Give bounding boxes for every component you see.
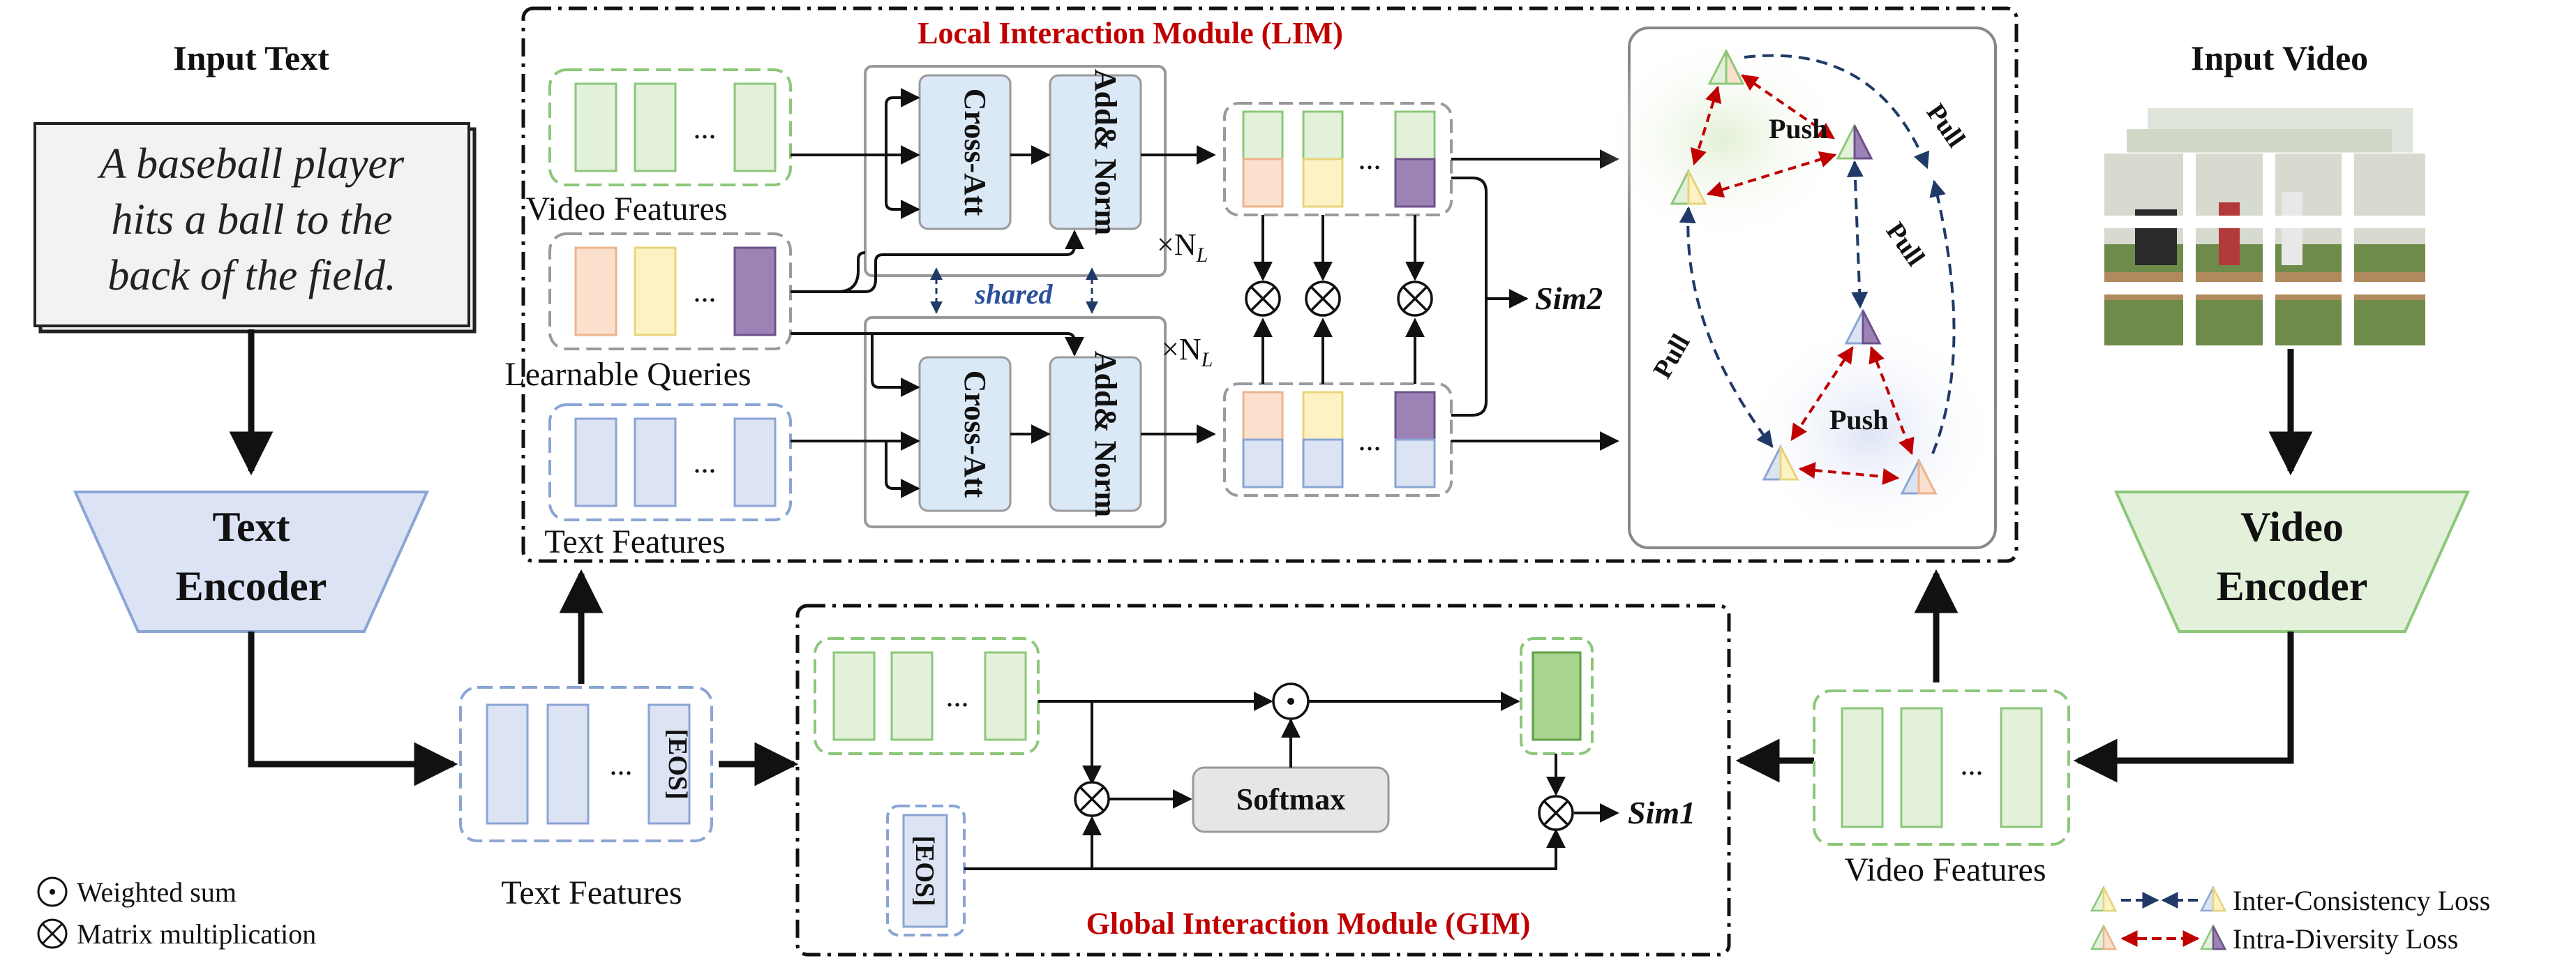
lower-times-nl: ×NL <box>1162 332 1213 371</box>
lim-title: Local Interaction Module (LIM) <box>918 16 1343 50</box>
lq-ellipsis: ... <box>694 274 717 308</box>
lower-transformer-frame <box>864 316 1167 528</box>
upper-block-arrows <box>791 88 1216 293</box>
upper-cross-att-label: Cross-Att <box>958 89 992 216</box>
queries-to-upper-arrow <box>791 251 866 293</box>
lim-matmul-ops <box>1245 281 1433 317</box>
sentence-line-1: A baseball player <box>97 140 405 188</box>
softmax-label: Softmax <box>1236 782 1345 816</box>
shared-label: shared <box>974 278 1053 310</box>
lower-add-norm-label: Add& Norm <box>1088 351 1123 517</box>
text-encoder-line1: Text <box>212 504 290 550</box>
lim-text-ellipsis: ... <box>694 445 717 479</box>
bottom-video-ellipsis: ... <box>1961 747 1984 782</box>
legend-matrix-mult: Matrix multiplication <box>77 918 316 950</box>
input-text-title: Input Text <box>173 38 329 77</box>
gim-title: Global Interaction Module (GIM) <box>1086 906 1531 941</box>
lim-sim2-arrows <box>1451 149 1619 451</box>
bottom-text-ellipsis: ... <box>610 747 633 782</box>
lim-video-features: ... <box>548 68 792 186</box>
arrow-encoder-to-video-features <box>2073 632 2294 783</box>
upper-transformer-frame <box>864 65 1167 277</box>
lim-upper-ellipsis: ... <box>1358 142 1381 176</box>
legend-inter-consistency: Inter-Consistency Loss <box>2233 885 2490 916</box>
lim-video-features-label: Video Features <box>525 191 727 227</box>
lim-frame <box>521 6 2019 563</box>
gim-ops <box>1074 682 1574 831</box>
bottom-video-features-label: Video Features <box>1844 851 2046 888</box>
bottom-text-features-label: Text Features <box>501 874 682 911</box>
push-arrows <box>1690 74 1915 485</box>
svg-text:[EOS]: [EOS] <box>910 835 939 906</box>
gim-eos-token: [EOS] <box>886 805 966 936</box>
video-encoder-line2: Encoder <box>2217 563 2368 609</box>
lim-matmul-arrows <box>1253 215 1425 384</box>
lim-text-features: ... <box>548 403 792 521</box>
bottom-text-features: ... [EOS] <box>459 686 713 842</box>
legend-weighted-sum: Weighted sum <box>77 876 237 908</box>
arrow-encoder-to-text-features <box>248 632 458 786</box>
lim-lower-ellipsis: ... <box>1358 423 1381 457</box>
input-sentence-box-front <box>33 122 470 327</box>
lim-upper-output: ... <box>1223 102 1453 216</box>
input-video-title: Input Video <box>2191 38 2368 77</box>
sim1-label: Sim1 <box>1628 795 1695 830</box>
pull-arrows <box>1679 54 1956 454</box>
lim-video-ellipsis: ... <box>694 111 717 145</box>
bottom-eos-token: [EOS] <box>663 729 692 799</box>
lim-lower-output: ... <box>1223 382 1453 497</box>
push-label-top: Push <box>1769 113 1828 144</box>
video-encoder-line1: Video <box>2240 504 2344 550</box>
weighted-sum-icon <box>37 876 68 907</box>
gim-pooled-video-frame <box>1520 637 1594 755</box>
bottom-video-features: ... <box>1813 689 2070 846</box>
lower-block-arrows <box>791 332 1216 498</box>
matrix-mult-icon <box>37 918 68 949</box>
push-label-bottom: Push <box>1829 404 1889 435</box>
loss-triangles <box>1670 48 1938 495</box>
video-frames-icon <box>2103 108 2427 347</box>
legend-inter-consistency-icon <box>2090 886 2227 912</box>
shared-indicator <box>930 267 1098 314</box>
sentence-line-3: back of the field. <box>107 252 396 299</box>
learnable-queries: ... <box>548 232 792 350</box>
lim-text-features-label: Text Features <box>544 523 725 560</box>
gim-pooled-video <box>1532 651 1582 741</box>
upper-times-nl: ×NL <box>1157 227 1208 267</box>
sentence-line-2: hits a ball to the <box>112 196 393 244</box>
legend-intra-diversity: Intra-Diversity Loss <box>2233 923 2458 955</box>
upper-add-norm-label: Add& Norm <box>1088 69 1123 235</box>
lower-cross-att-label: Cross-Att <box>958 371 992 498</box>
gim-arrows <box>964 692 1619 870</box>
video-encoder-block <box>2113 491 2471 633</box>
learnable-queries-label: Learnable Queries <box>504 356 751 393</box>
gim-video-features: ... <box>814 637 1040 755</box>
gim-frame <box>795 604 1731 957</box>
text-encoder-block <box>73 491 430 633</box>
text-encoder-line2: Encoder <box>176 563 327 609</box>
legend-intra-diversity-icon <box>2090 924 2227 950</box>
gim-video-ellipsis: ... <box>946 679 969 713</box>
sim2-label: Sim2 <box>1535 281 1603 316</box>
